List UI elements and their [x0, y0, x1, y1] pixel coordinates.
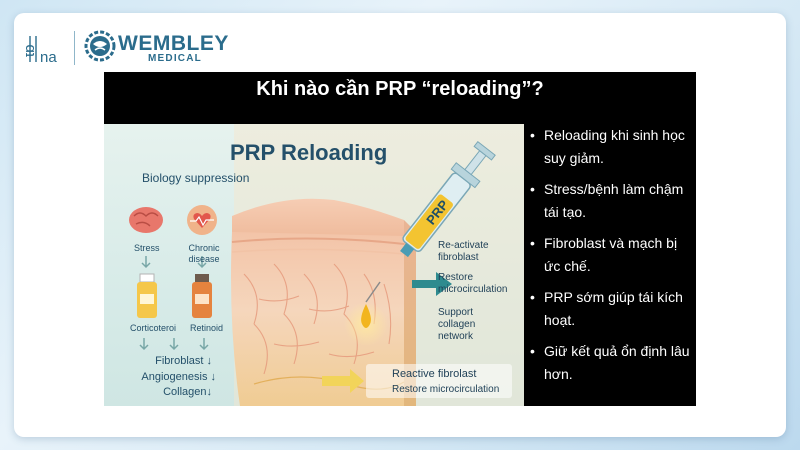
retinoid-bottle-icon	[192, 274, 212, 318]
bullet-item: Giữ kết quả ổn định lâu hơn.	[528, 340, 694, 386]
chronic-disease-label: Chronic disease	[188, 243, 220, 264]
bullet-item: Stress/bệnh làm chậm tái tạo.	[528, 178, 694, 224]
angiogenesis-down-label: Angiogenesis ↓	[141, 371, 216, 383]
brand-name: WEMBLEY	[118, 32, 229, 55]
slide-title: Khi nào cần PRP “reloading”?	[256, 78, 544, 100]
corticosteroid-bottle-icon	[137, 273, 157, 318]
stress-label: Stress	[134, 243, 160, 253]
bullet-item: Fibroblast và mạch bị ức chế.	[528, 232, 694, 278]
illustration-graphics: PRP	[129, 124, 524, 406]
fibroblast-down-label: Fibroblast ↓	[155, 355, 212, 367]
skin-block-graphic	[231, 198, 416, 406]
svg-text:na: na	[40, 49, 57, 66]
bottom-arrow-icon	[322, 369, 364, 393]
bottom-restore-label: Restore microcirculation	[392, 384, 500, 395]
svg-text:tb: tb	[26, 44, 38, 57]
bullet-item: Reloading khi sinh học suy giảm.	[528, 124, 694, 170]
brand-subtitle: MEDICAL	[148, 53, 202, 64]
illustration-title: PRP Reloading	[230, 140, 388, 165]
wembley-gear-icon	[84, 30, 116, 62]
bullet-item: PRP sớm giúp tái kích hoạt.	[528, 286, 694, 332]
reactivate-fibroblast-label: Re-activate fibroblast	[438, 240, 489, 263]
collagen-down-label: Collagen↓	[163, 386, 212, 398]
reactive-fibrolast-label: Reactive fibrolast	[392, 368, 477, 380]
prp-syringe-icon	[365, 140, 496, 303]
brain-icon	[129, 207, 163, 233]
support-collagen-label: Support collagen network	[438, 307, 476, 342]
prp-illustration: PRP PRP Reloading Biology suppression St…	[104, 124, 524, 406]
bottom-label-box	[366, 364, 512, 398]
logo-divider	[74, 31, 75, 65]
bullet-list: Reloading khi sinh học suy giảm. Stress/…	[528, 124, 694, 394]
teal-arrow-icon	[412, 272, 452, 296]
restore-microcirculation-label: Restore microcirculation	[438, 272, 508, 295]
corticosteroid-label: Corticoteroi	[130, 323, 177, 333]
heart-icon	[187, 205, 217, 235]
biology-suppression-heading: Biology suppression	[142, 171, 250, 185]
retinoid-label: Retinoid	[190, 323, 224, 333]
